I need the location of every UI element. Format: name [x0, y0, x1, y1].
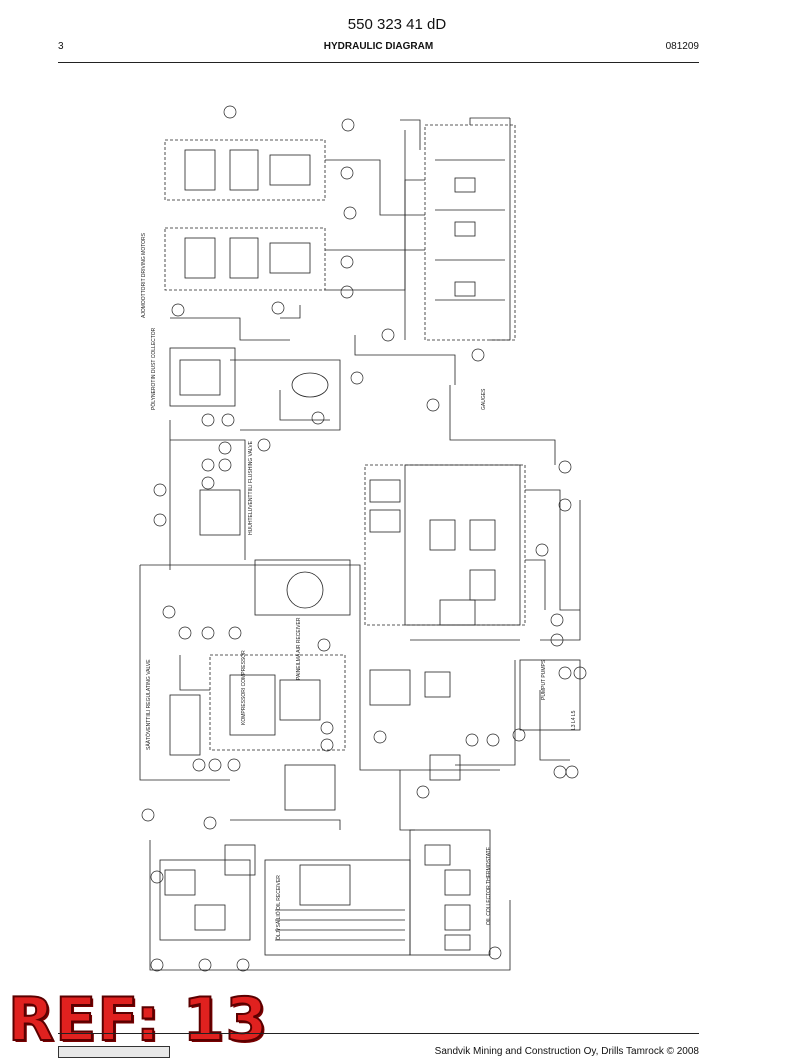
document-date: 081209 — [665, 41, 699, 52]
header-divider — [58, 62, 699, 63]
document-number: 550 323 41 dD — [347, 16, 447, 33]
footer-divider — [58, 1033, 699, 1034]
page-number: 3 — [58, 41, 64, 52]
sandvik-logo — [58, 1046, 170, 1058]
page-header: 3 HYDRAULIC DIAGRAM 081209 — [58, 41, 699, 57]
flushing-valve-label: HUUHTELUVENTTIILI FLUSHING VALVE — [248, 440, 254, 535]
drive-motors-label: AJOMOOTTORIT DRIVING MOTORS — [141, 232, 147, 318]
oil-receiver-label: ÖLJYSÄILIÖ OIL RECEIVER — [275, 875, 282, 940]
air-receiver-label: PAINEILMA AIR RECEIVER — [296, 617, 302, 680]
footer-copyright: Sandvik Mining and Construction Oy, Dril… — [434, 1046, 699, 1057]
ref-stamp: REF: 13 — [7, 984, 269, 1056]
pumps-label: PUMPUT PUMPS — [541, 659, 547, 700]
page-title: HYDRAULIC DIAGRAM — [323, 41, 434, 52]
gauges-label: GAUGES — [481, 388, 487, 410]
compressor-label: KOMPRESSORI COMPRESSOR — [241, 650, 247, 725]
regulating-valve-label: SÄÄTÖVENTTIILI REGULATING VALVE — [145, 659, 152, 750]
oil-collector-label: OIL COLLECTOR THERMOSTATE — [486, 846, 492, 925]
pump-ports-label: L3 L4 L5 — [571, 710, 577, 730]
dust-collector-label: PÖLYNEROTIN DUST COLLECTOR — [150, 327, 157, 410]
